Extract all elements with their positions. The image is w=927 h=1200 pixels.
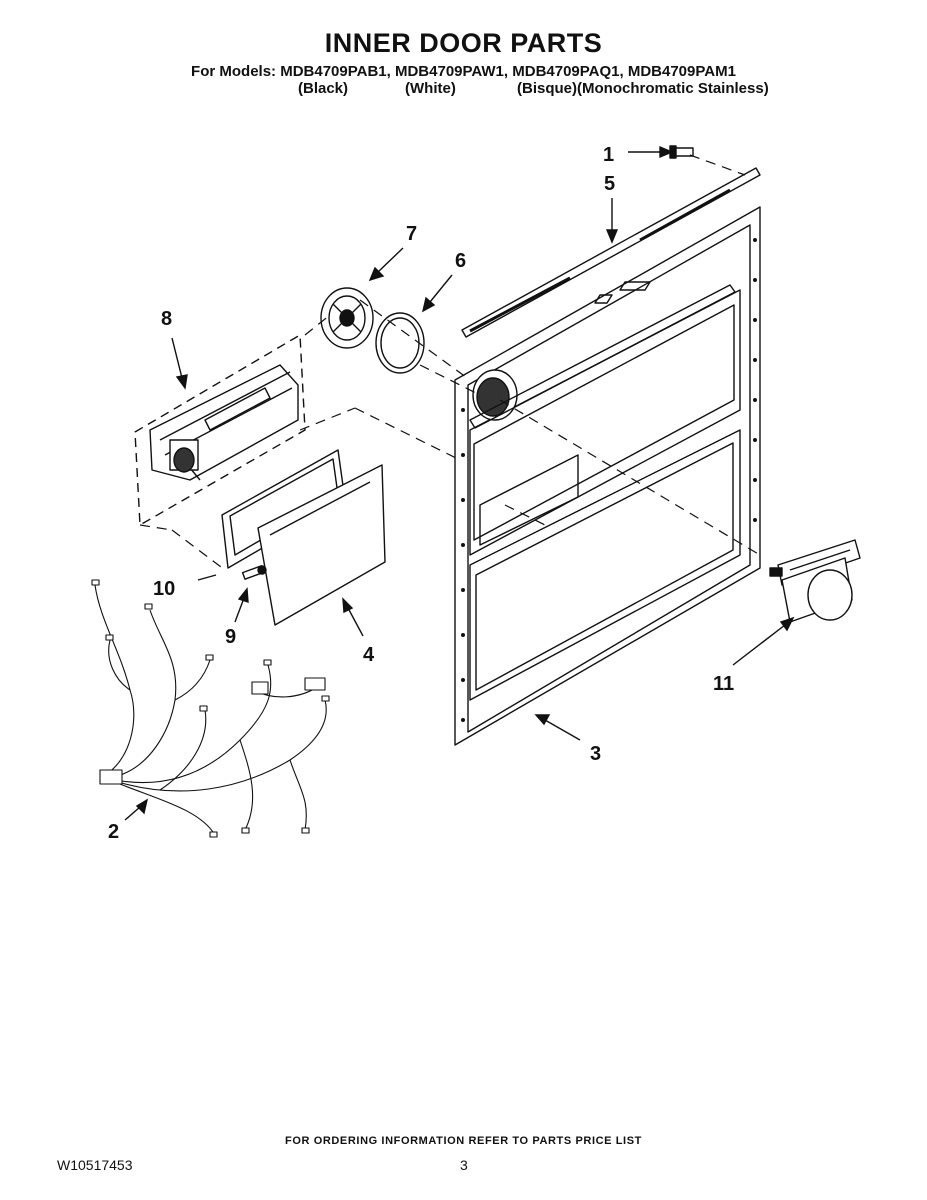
page-number: 3 <box>460 1157 468 1173</box>
callout-2: 2 <box>108 821 119 843</box>
leader-arrows <box>124 145 795 821</box>
callout-5: 5 <box>604 173 615 195</box>
callout-3: 3 <box>590 743 601 765</box>
callout-9: 9 <box>225 626 236 648</box>
callout-6: 6 <box>455 250 466 272</box>
ordering-note: FOR ORDERING INFORMATION REFER TO PARTS … <box>285 1135 642 1147</box>
vent-cover-part <box>320 287 374 349</box>
variant-white: (White) <box>405 80 456 97</box>
callout-4: 4 <box>363 644 375 666</box>
callout-1: 1 <box>603 144 614 166</box>
board-screw-part <box>241 565 267 580</box>
top-vent-strip-part <box>461 167 761 338</box>
models-line: For Models: MDB4709PAB1, MDB4709PAW1, MD… <box>191 63 736 80</box>
variant-bisque-stainless: (Bisque)(Monochromatic Stainless) <box>517 80 769 97</box>
door-latch-part <box>769 539 861 623</box>
inner-door-panel-part <box>454 206 761 746</box>
wire-harness-part <box>91 579 330 838</box>
control-board-part <box>257 464 386 626</box>
callout-11: 11 <box>713 673 734 695</box>
document-number: W10517453 <box>57 1157 133 1173</box>
callout-10: 10 <box>153 578 175 600</box>
gasket-ring-part <box>375 312 425 374</box>
assembly-guide-lines <box>139 154 761 571</box>
callout-7: 7 <box>406 223 417 245</box>
control-housing-part <box>134 334 306 526</box>
callout-8: 8 <box>161 308 172 330</box>
variant-black: (Black) <box>298 80 349 97</box>
page-title: INNER DOOR PARTS <box>324 28 603 58</box>
